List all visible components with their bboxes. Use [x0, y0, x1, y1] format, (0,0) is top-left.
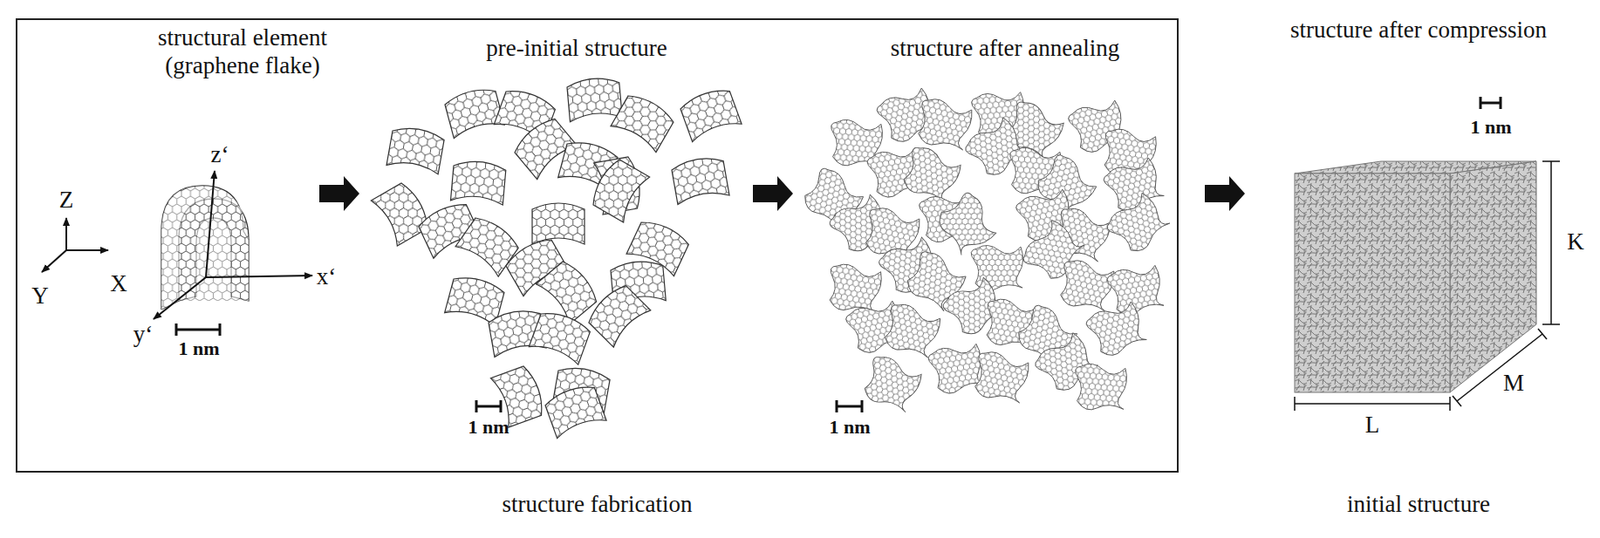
axis-label: Y: [31, 283, 49, 310]
axis-label: z‘: [211, 142, 230, 169]
axis-label: x‘: [316, 264, 337, 291]
scale-bar-label: 1 nm: [467, 417, 509, 438]
axis-label: Z: [59, 187, 75, 214]
stage-title: pre-initial structure: [485, 35, 668, 62]
axis-label: y‘: [133, 321, 154, 349]
dimension-label: M: [1503, 370, 1525, 397]
scale-bar-label: 1 nm: [828, 417, 870, 438]
dimension-label: L: [1365, 412, 1381, 439]
stage-group-box: structure fabrication: [15, 18, 1179, 473]
scale-bar-label: 1 nm: [177, 338, 219, 360]
group-caption: structure fabrication: [17, 491, 1177, 519]
stage-title: structure after annealing: [890, 35, 1120, 62]
scale-bar-label: 1 nm: [1470, 116, 1512, 138]
axis-label: X: [109, 271, 128, 298]
stage-title: structure after compression: [1290, 17, 1547, 44]
stage-title: (graphene flake): [164, 53, 321, 80]
stage-caption: initial structure: [1347, 492, 1491, 519]
dimension-label: K: [1566, 229, 1585, 256]
stage-title: structural element: [157, 25, 328, 52]
